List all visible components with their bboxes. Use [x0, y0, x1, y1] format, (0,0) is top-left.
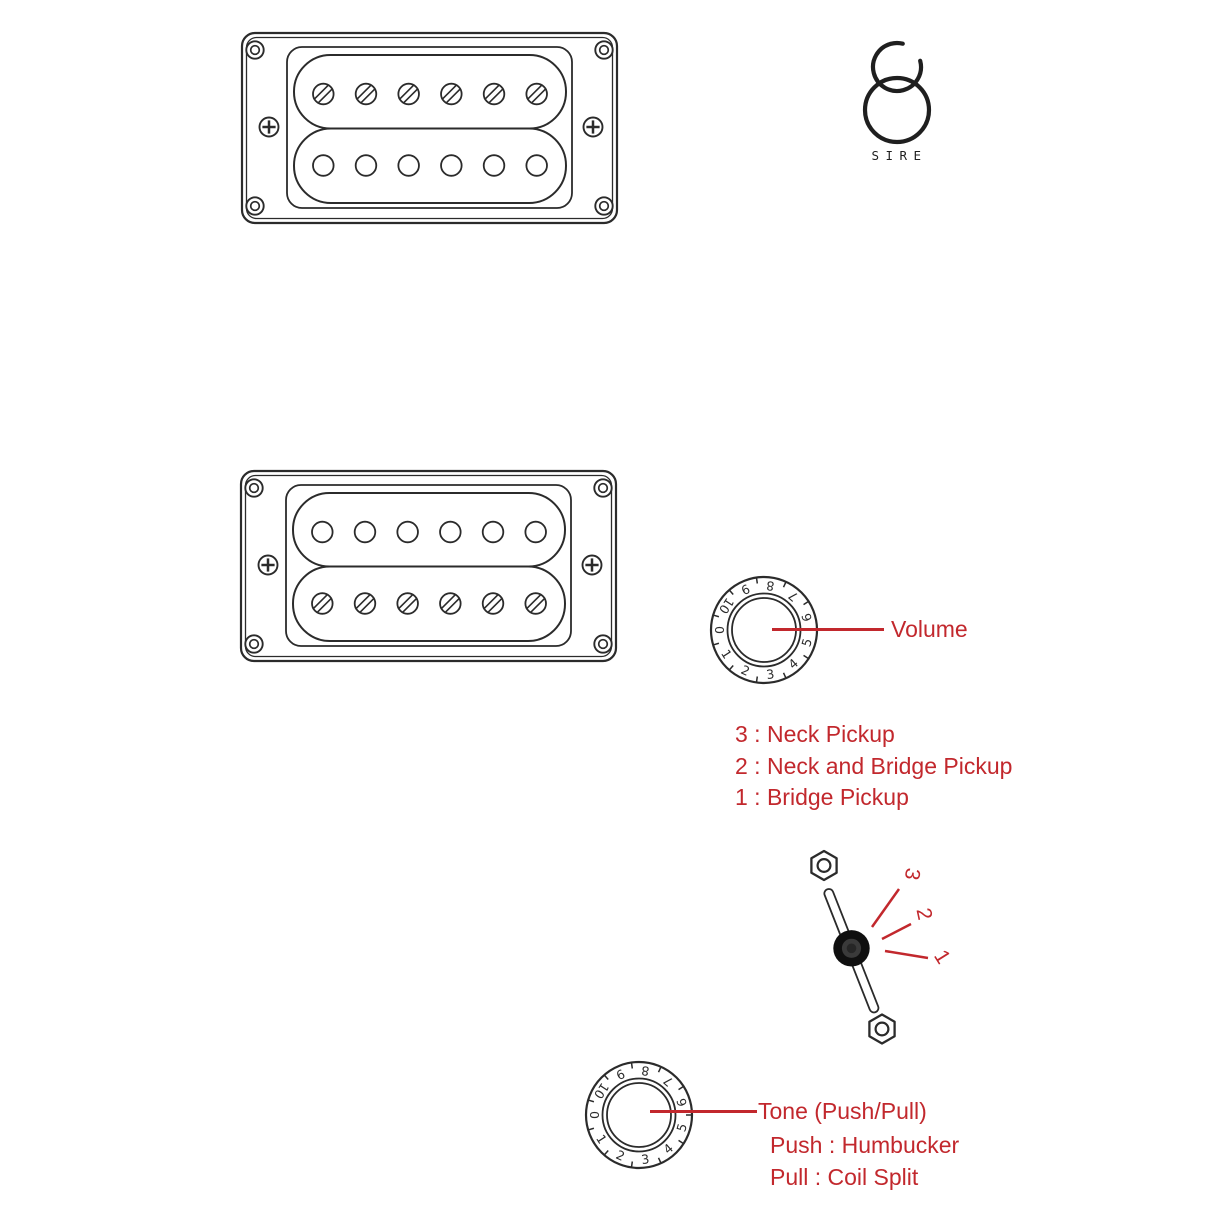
- pole-piece: [524, 592, 547, 615]
- legend-item-3: 3 : Neck Pickup: [735, 721, 895, 747]
- volume-leader-line: [772, 628, 884, 631]
- sire-logo: SIRE: [855, 28, 939, 163]
- dial-number: 3: [765, 666, 775, 682]
- dial-number: 10: [591, 1080, 612, 1102]
- dial-tick: [678, 1139, 684, 1145]
- pole-piece: [481, 592, 505, 615]
- dial-number: 0: [587, 1111, 602, 1119]
- dial-number: 3: [640, 1151, 650, 1167]
- switch-pos1-line: [884, 949, 929, 960]
- dial-tick: [657, 1066, 662, 1073]
- selector-legend: 3 : Neck Pickup 2 : Neck and Bridge Pick…: [735, 719, 1012, 814]
- dial-tick: [803, 600, 809, 606]
- dial-tick: [657, 1157, 662, 1164]
- switch-bottom-nut: [868, 1013, 896, 1045]
- dial-tick: [588, 1099, 595, 1103]
- dial-tick: [630, 1062, 634, 1069]
- dial-tick: [604, 1150, 609, 1156]
- dial-number: 8: [765, 578, 775, 594]
- coil-bobbin-bottom: [293, 127, 567, 204]
- sire-s-icon: [862, 40, 932, 145]
- dial-tick: [782, 581, 787, 588]
- legend-item-2: 2 : Neck and Bridge Pickup: [735, 752, 1013, 779]
- dial-number: 10: [716, 595, 737, 617]
- pole-piece: [482, 154, 506, 177]
- knob-top: [606, 1082, 672, 1148]
- switch-position-2: 2: [912, 906, 937, 922]
- dial-number: 0: [712, 626, 727, 634]
- legend-item-1: 1 : Bridge Pickup: [735, 784, 909, 810]
- dial-tick: [729, 589, 734, 595]
- pole-piece: [353, 592, 377, 615]
- dial-tick: [755, 577, 759, 584]
- coil-bobbin-top: [292, 492, 566, 568]
- switch-top-nut: [810, 849, 838, 882]
- pole-piece: [440, 82, 463, 106]
- switch-position-1: 1: [929, 946, 955, 968]
- pole-piece: [396, 592, 419, 615]
- brand-wordmark: SIRE: [871, 148, 928, 163]
- dial-number: 6: [798, 611, 815, 623]
- pole-piece: [439, 520, 462, 544]
- neck-pickup-diagram: [240, 31, 619, 225]
- pole-piece: [312, 154, 335, 177]
- pickup-selector-switch: 3 2 1: [810, 849, 955, 1045]
- dial-tick: [604, 1074, 609, 1080]
- volume-label: Volume: [891, 616, 968, 642]
- dial-tick: [755, 676, 759, 683]
- pole-piece: [525, 82, 548, 106]
- tone-push-label: Push : Humbucker: [770, 1132, 960, 1158]
- pole-piece: [311, 592, 334, 615]
- bridge-pickup-diagram: [239, 469, 618, 663]
- tone-pull-label: Pull : Coil Split: [770, 1164, 919, 1190]
- pole-piece: [482, 82, 506, 106]
- pole-piece: [354, 154, 378, 177]
- tone-leader-line: [650, 1110, 757, 1113]
- pole-piece: [311, 520, 334, 544]
- pole-piece: [312, 82, 335, 106]
- dial-tick: [782, 672, 787, 679]
- dial-number: 5: [798, 637, 815, 649]
- dial-tick: [729, 665, 734, 671]
- tone-label: Tone (Push/Pull): [758, 1098, 927, 1124]
- dial-number: 6: [673, 1096, 690, 1108]
- pole-piece: [353, 520, 377, 544]
- dial-tick: [588, 1127, 595, 1131]
- pole-piece: [439, 592, 462, 615]
- dial-tick: [713, 642, 720, 646]
- pole-piece: [481, 520, 505, 544]
- switch-pos3-line: [870, 888, 901, 928]
- dial-tick: [678, 1085, 684, 1091]
- pole-piece: [525, 154, 548, 177]
- switch-position-3: 3: [900, 866, 925, 882]
- coil-bobbin-bottom: [292, 565, 566, 642]
- pole-piece: [524, 520, 547, 544]
- pole-piece: [396, 520, 419, 544]
- switch-pos2-line: [881, 922, 912, 941]
- pole-piece: [440, 154, 463, 177]
- dial-tick: [803, 654, 809, 660]
- dial-number: 5: [673, 1122, 690, 1134]
- pole-piece: [354, 82, 378, 106]
- pole-piece: [397, 154, 420, 177]
- dial-number: 8: [640, 1063, 650, 1079]
- pole-piece: [397, 82, 420, 106]
- coil-bobbin-top: [293, 54, 567, 130]
- dial-tick: [630, 1161, 634, 1168]
- dial-tick: [713, 614, 720, 618]
